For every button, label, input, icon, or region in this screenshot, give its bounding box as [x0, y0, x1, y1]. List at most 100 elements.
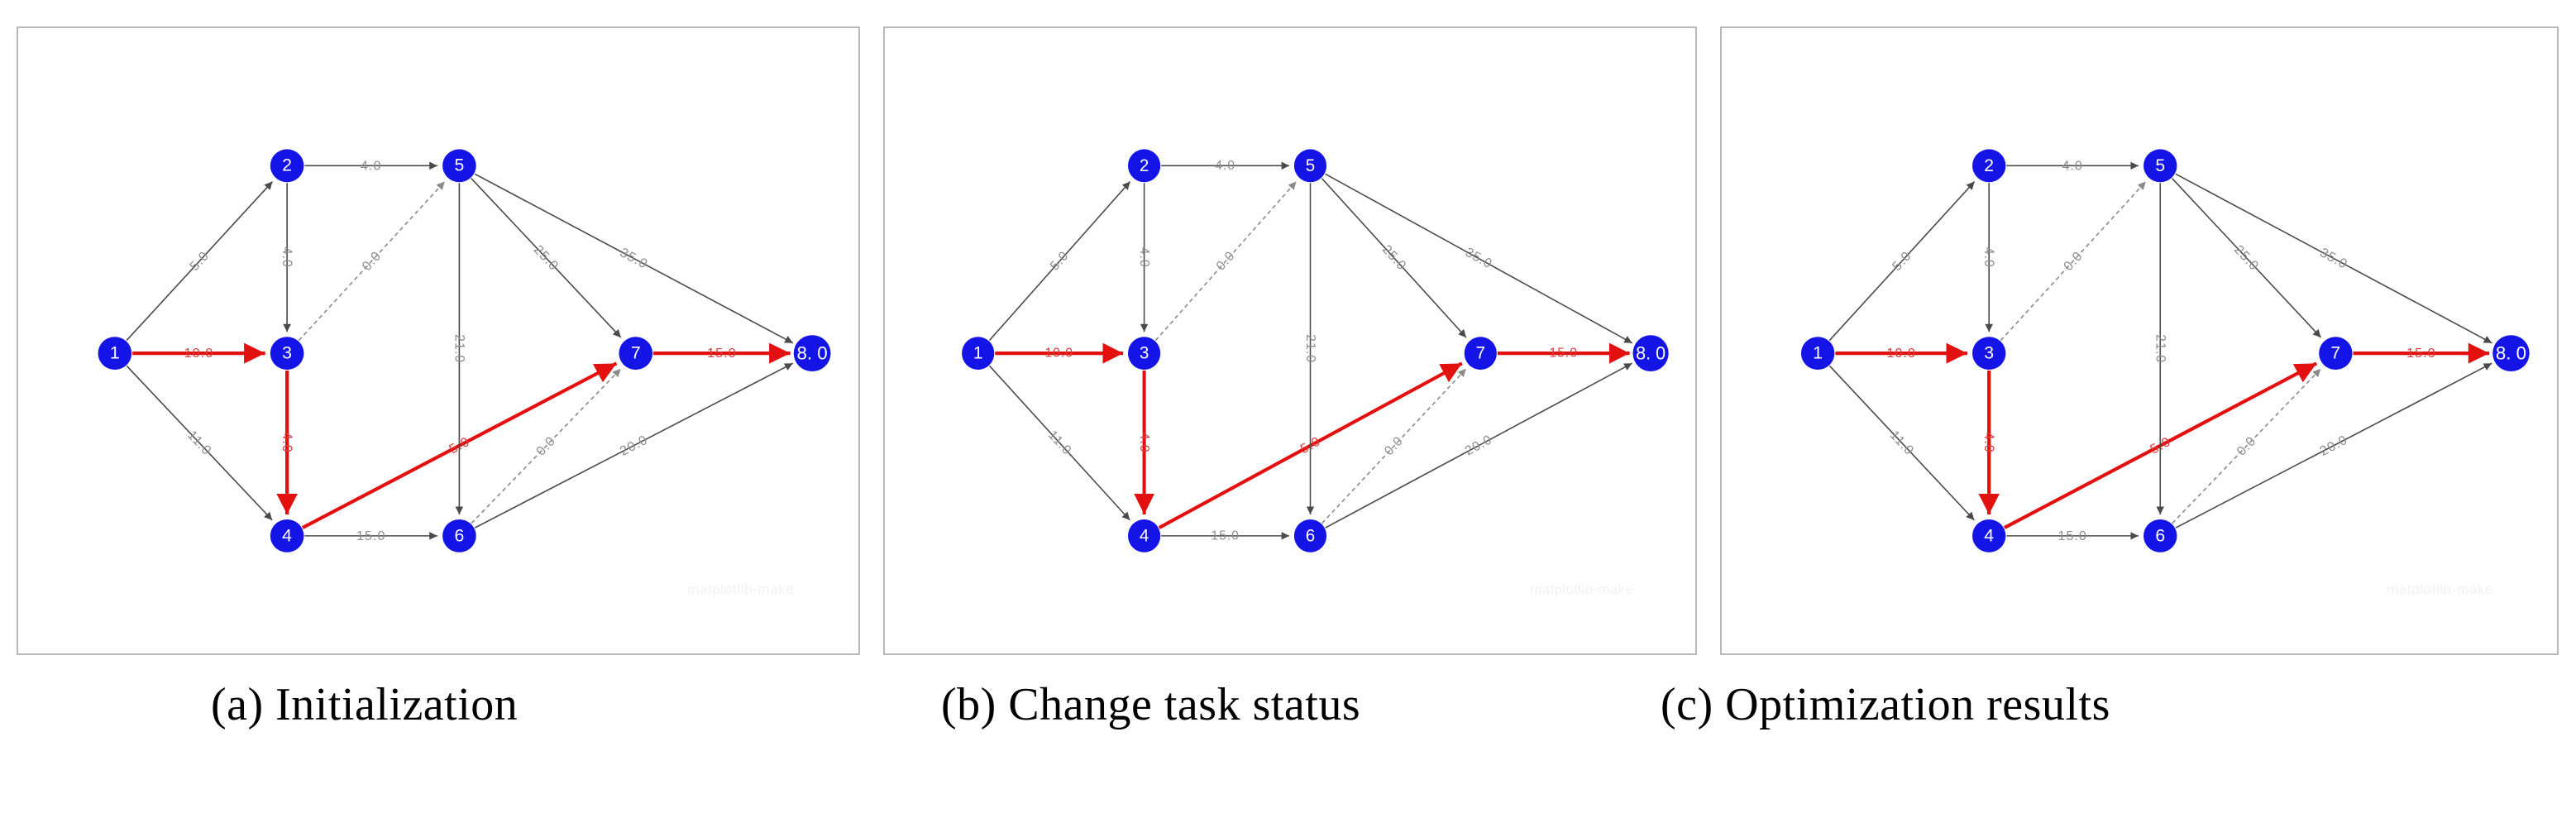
- edge-5-7: [2172, 178, 2322, 338]
- edge-label-5-6: 21.0: [1303, 334, 1317, 363]
- edge-label-2-3: 4.0: [1137, 247, 1151, 268]
- node-circle: [1972, 519, 2006, 553]
- node-label: 7: [2330, 344, 2340, 363]
- node-label: 6: [2155, 526, 2165, 545]
- node-8: 8. 0: [1632, 335, 1669, 372]
- node-circle: [1972, 149, 2006, 183]
- edge-1-4: [989, 365, 1130, 521]
- node-7: 7: [2319, 337, 2353, 371]
- edge-1-4: [126, 365, 273, 521]
- edge-label-3-4: 4.0: [280, 432, 294, 452]
- node-circle: [1128, 337, 1161, 371]
- edge-label-4-7: 5.0: [447, 434, 472, 457]
- node-label: 8. 0: [796, 343, 827, 364]
- node-circle: [2319, 337, 2353, 371]
- node-7: 7: [619, 337, 653, 371]
- node-label: 7: [631, 344, 641, 363]
- node-4: 4: [1972, 519, 2006, 553]
- node-label: 3: [1140, 344, 1149, 363]
- edge-label-5-6: 21.0: [2153, 334, 2167, 363]
- edge-label-2-3: 4.0: [280, 247, 294, 268]
- node-5: 5: [1293, 149, 1327, 183]
- edge-5-8: [2175, 173, 2492, 344]
- node-circle: [2492, 335, 2530, 372]
- edge-label-4-7: 5.0: [2148, 434, 2173, 457]
- node-circle: [1128, 149, 1161, 183]
- node-circle: [962, 337, 995, 371]
- node-1: 1: [962, 337, 995, 371]
- edge-label-1-3: 10.0: [1886, 346, 1915, 361]
- node-3: 3: [1128, 337, 1161, 371]
- watermark: matplotlib-make: [2387, 581, 2493, 597]
- edge-label-4-6: 15.0: [2057, 529, 2086, 543]
- edge-label-4-7: 5.0: [1298, 434, 1323, 457]
- node-circle: [442, 149, 476, 183]
- node-circle: [793, 335, 831, 372]
- edge-label-1-3: 10.0: [184, 346, 214, 361]
- node-5: 5: [442, 149, 476, 183]
- edge-label-3-4: 4.0: [1137, 433, 1151, 453]
- node-label: 5: [1306, 156, 1315, 175]
- node-6: 6: [2143, 519, 2177, 553]
- node-3: 3: [1972, 337, 2006, 371]
- node-label: 2: [1984, 156, 1994, 175]
- node-label: 1: [1813, 344, 1823, 363]
- caption-b-label: (b) Change task status: [941, 679, 1361, 730]
- node-circle: [1293, 149, 1327, 183]
- node-circle: [1293, 519, 1327, 553]
- node-label: 2: [282, 156, 292, 175]
- node-2: 2: [1128, 149, 1161, 183]
- node-label: 3: [1984, 344, 1994, 363]
- edge-label-7-8: 15.0: [1550, 347, 1578, 361]
- node-label: 4: [1984, 526, 1994, 545]
- edge-1-4: [1828, 365, 1975, 521]
- edge-layer: [126, 161, 794, 540]
- edge-label-5-8: 35.0: [617, 245, 650, 271]
- node-circle: [1800, 337, 1835, 371]
- node-2: 2: [1972, 149, 2006, 183]
- edge-label-3-4: 4.0: [1981, 433, 1996, 453]
- node-layer: 1 2 3 4 5 6 7 8. 0: [1800, 149, 2530, 553]
- node-circle: [1632, 335, 1669, 372]
- edge-1-2: [126, 181, 274, 342]
- node-circle: [270, 149, 304, 183]
- edge-6-8: [2175, 362, 2492, 529]
- node-label: 2: [1140, 156, 1149, 175]
- node-1: 1: [98, 337, 132, 371]
- edge-6-7: [1321, 368, 1467, 524]
- node-1: 1: [1800, 337, 1835, 371]
- node-label: 1: [110, 344, 120, 363]
- watermark: matplotlib-make: [1530, 581, 1633, 597]
- node-8: 8. 0: [2492, 335, 2530, 372]
- edge-5-8: [474, 173, 794, 344]
- edge-label-1-3: 10.0: [1044, 347, 1073, 361]
- node-label: 5: [2155, 156, 2165, 175]
- node-circle: [270, 337, 304, 371]
- edge-label-5-8: 35.0: [1463, 246, 1494, 272]
- edge-6-7: [2172, 368, 2321, 524]
- edge-label-2-3: 4.0: [1981, 247, 1996, 268]
- node-circle: [2143, 519, 2177, 553]
- node-8: 8. 0: [793, 335, 831, 372]
- edge-layer: [1828, 161, 2492, 540]
- node-label: 3: [282, 344, 292, 363]
- node-circle: [1464, 337, 1497, 371]
- node-circle: [1972, 337, 2006, 371]
- node-6: 6: [442, 519, 476, 553]
- edge-label-6-8: 20.0: [617, 433, 650, 459]
- edge-6-8: [474, 362, 794, 529]
- edge-label-6-8: 20.0: [1463, 433, 1494, 458]
- node-label: 6: [1306, 526, 1315, 545]
